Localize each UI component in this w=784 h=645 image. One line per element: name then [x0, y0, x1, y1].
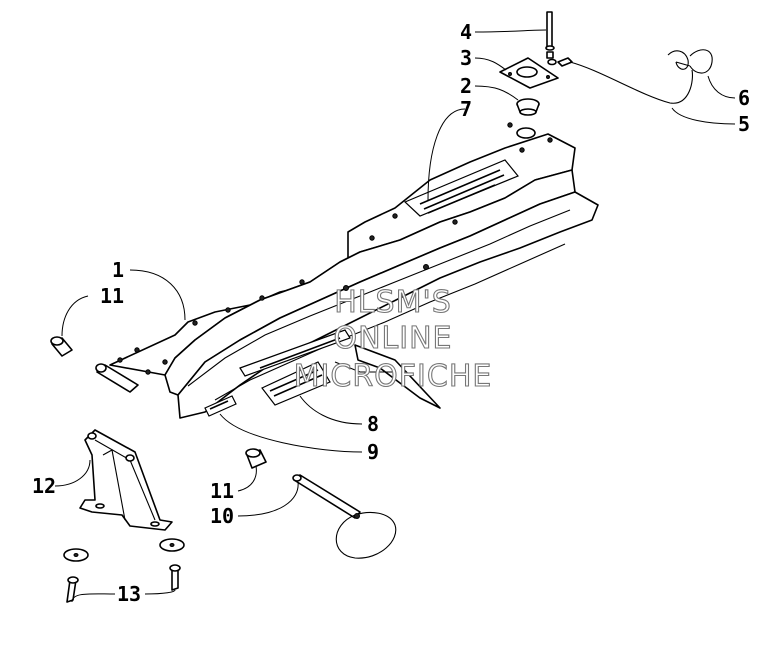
- callout-2: 2: [460, 74, 472, 98]
- callout-7: 7: [460, 97, 472, 121]
- callout-3: 3: [460, 46, 472, 70]
- callout-11-lower: 11: [210, 479, 234, 503]
- callout-11-upper: 11: [100, 284, 124, 308]
- callout-12: 12: [32, 474, 56, 498]
- bushing-11-lower: [245, 448, 267, 469]
- callout-6: 6: [738, 86, 750, 110]
- grommet-hole: [516, 127, 536, 139]
- leader-lines: [54, 29, 736, 603]
- callout-10: 10: [210, 504, 234, 528]
- callout-5: 5: [738, 112, 750, 136]
- plate-3: [499, 57, 559, 89]
- end-cap: [95, 363, 139, 393]
- watermark-line-2: ONLINE: [333, 321, 452, 356]
- mounting-holes: [117, 122, 553, 375]
- watermark-line-3: MICROFICHE: [294, 359, 493, 394]
- tether-cable-5: [547, 57, 693, 104]
- decal-7: [403, 159, 519, 217]
- clip-6: [667, 49, 713, 74]
- fasteners-13: [63, 538, 185, 603]
- bracket-12: [79, 429, 173, 531]
- watermark-line-1: HLSM'S: [334, 285, 452, 320]
- watermark: HLSM'S ONLINE MICROFICHE: [293, 284, 493, 394]
- callout-labels: 1 2 3 4 5 6 7 8 9 10 11 11 12 13: [32, 20, 750, 606]
- callout-9: 9: [367, 440, 379, 464]
- callout-13: 13: [117, 582, 141, 606]
- grommet-2: [516, 98, 540, 116]
- decal-9: [204, 395, 237, 417]
- decal-8: [261, 361, 331, 406]
- callout-4: 4: [460, 20, 472, 44]
- pin-10: [292, 474, 397, 559]
- bushing-11-upper: [50, 336, 73, 357]
- callout-1: 1: [112, 258, 124, 282]
- callout-8: 8: [367, 412, 379, 436]
- decal-front-strip: [239, 329, 351, 377]
- fastener-4: [545, 11, 555, 59]
